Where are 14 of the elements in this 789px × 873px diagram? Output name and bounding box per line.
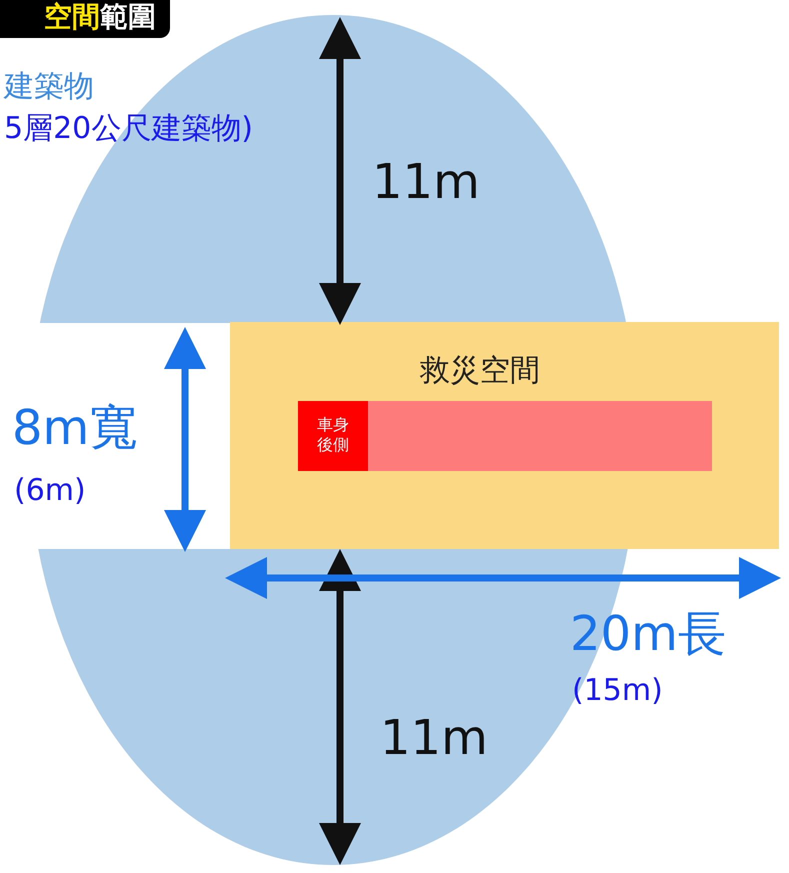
dimension-label: 11m (380, 714, 488, 762)
vehicle-rear-label: 車身後側 (316, 415, 350, 455)
vehicle-rear-block (298, 401, 368, 471)
dimension-label: (15m) (572, 676, 663, 706)
dimension-label: 11m (372, 158, 480, 206)
title: 空間範圍 (44, 0, 156, 34)
note-text: 5層20公尺建築物) (4, 114, 253, 144)
vehicle-bar (298, 401, 712, 471)
dimension-label: 20m長 (570, 610, 726, 658)
note-text: 建築物 (4, 72, 94, 102)
rescue-space-area (230, 322, 779, 549)
dimension-label: 8m寬 (12, 404, 138, 452)
area-label: 救災空間 (420, 352, 540, 390)
dimension-label: (6m) (14, 476, 86, 506)
